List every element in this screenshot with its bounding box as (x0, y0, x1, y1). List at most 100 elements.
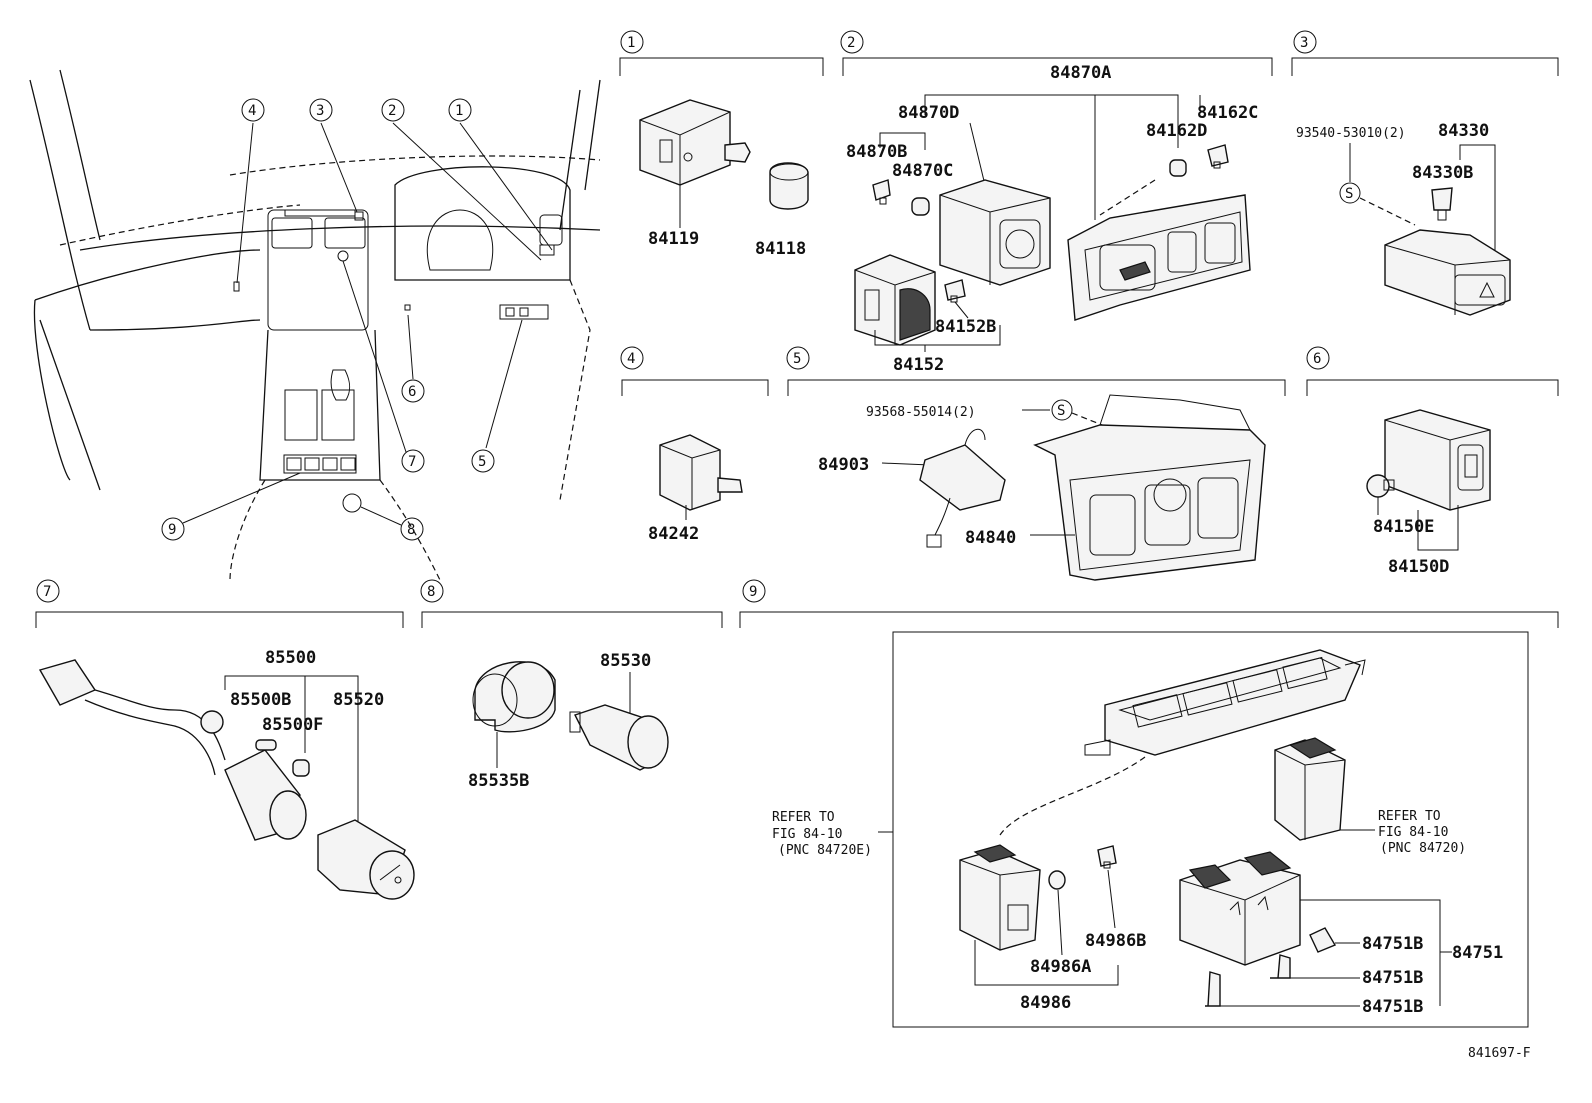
svg-text:84330B: 84330B (1412, 163, 1473, 183)
svg-text:84152: 84152 (893, 355, 944, 375)
part-84118-knob (769, 162, 809, 210)
section-8: 8 85535B 85530 (420, 579, 723, 791)
part-84162d-lens (1169, 159, 1187, 177)
part-84152b-bulb (944, 279, 966, 303)
svg-text:(PNC 84720E): (PNC 84720E) (778, 843, 872, 858)
part-84751b-bulb-2 (1270, 954, 1291, 979)
section-5: 5 93568-55014(2) S 84903 84840 (786, 346, 1286, 581)
part-85500f-lens (292, 759, 310, 777)
svg-text:84986: 84986 (1020, 993, 1071, 1013)
figure-id: 841697-F (1468, 1046, 1531, 1061)
svg-text:4: 4 (248, 103, 256, 119)
svg-text:9: 9 (168, 522, 176, 538)
part-84119-switch (639, 99, 751, 186)
part-84330-hazard-switch (1384, 229, 1511, 316)
svg-text:7: 7 (43, 584, 51, 600)
svg-text:93568-55014(2): 93568-55014(2) (866, 405, 976, 420)
callout-2: 2 (381, 98, 542, 261)
svg-text:84986B: 84986B (1085, 931, 1146, 951)
section-9: 9 REFER TO FIG 84-10 (PNC 84720E) REFER … (739, 579, 1559, 1028)
svg-text:85500F: 85500F (262, 715, 323, 735)
part-84986a-lens (1048, 870, 1066, 890)
svg-text:3: 3 (1300, 35, 1308, 51)
part-84330b-bulb (1431, 187, 1453, 221)
section-6: 6 84150E 84150D (1306, 346, 1559, 577)
section-7: 7 85500 85500B 85520 85500F (35, 579, 415, 900)
part-84870a-bezel (1067, 194, 1251, 321)
svg-text:84162C: 84162C (1197, 103, 1258, 123)
svg-text:6: 6 (408, 384, 416, 400)
svg-text:84152B: 84152B (935, 317, 996, 337)
svg-text:84870C: 84870C (892, 161, 953, 181)
overview-callouts: 4 3 2 1 6 7 5 9 8 (161, 98, 553, 541)
part-84152-switch (854, 254, 936, 346)
callout-6: 6 (401, 314, 425, 403)
section-3: 3 93540-53010(2) 84330 84330B S (1291, 30, 1559, 316)
svg-text:84150E: 84150E (1373, 517, 1434, 537)
callout-4: 4 (236, 98, 265, 284)
svg-text:8: 8 (427, 584, 435, 600)
svg-text:FIG 84-10: FIG 84-10 (772, 827, 842, 842)
svg-text:84119: 84119 (648, 229, 699, 249)
callout-8: 8 (360, 506, 424, 541)
part-85500b-bulb (255, 739, 277, 751)
part-84870d-switch (939, 179, 1051, 286)
svg-text:84986A: 84986A (1030, 957, 1091, 977)
callout-7: 7 (342, 260, 425, 473)
svg-text:9: 9 (749, 584, 757, 600)
part-console-switch-base (1084, 649, 1366, 756)
svg-text:1: 1 (627, 35, 635, 51)
part-84751-master-switch (1179, 851, 1301, 966)
part-84840-switch-bezel (1033, 394, 1266, 581)
svg-text:S: S (1345, 186, 1353, 202)
svg-text:84840: 84840 (965, 528, 1016, 548)
svg-text:84242: 84242 (648, 524, 699, 544)
part-84986b-bulb (1097, 845, 1117, 869)
svg-text:84162D: 84162D (1146, 121, 1207, 141)
svg-text:6: 6 (1313, 351, 1321, 367)
section-4: 4 84242 (620, 346, 769, 544)
svg-text:2: 2 (847, 35, 855, 51)
section-1: 1 84119 84118 (619, 30, 824, 259)
part-84150d-switch (1384, 409, 1491, 511)
callout-5: 5 (471, 319, 523, 473)
dashboard-overview (29, 69, 601, 581)
section-9-frame (892, 631, 1529, 1028)
svg-text:84150D: 84150D (1388, 557, 1449, 577)
svg-text:1: 1 (455, 103, 463, 119)
svg-text:5: 5 (793, 351, 801, 367)
part-84870b-bulb (872, 179, 891, 205)
svg-text:84751B: 84751B (1362, 934, 1423, 954)
part-85500-lighter-socket (38, 659, 307, 841)
part-85520-lighter-plug (317, 819, 415, 900)
part-window-switch-single (959, 844, 1041, 951)
svg-text:84751B: 84751B (1362, 968, 1423, 988)
part-window-switch-passenger (1274, 737, 1346, 841)
part-84242-courtesy-switch (659, 434, 743, 511)
part-84751b-bulb-3 (1205, 971, 1221, 1007)
section-2: 2 84870A 84870D 84870B 84870C 84162D 841… (840, 30, 1273, 375)
svg-text:REFER TO: REFER TO (1378, 809, 1441, 824)
callout-1: 1 (448, 98, 553, 251)
svg-text:84330: 84330 (1438, 121, 1489, 141)
svg-text:FIG 84-10: FIG 84-10 (1378, 825, 1448, 840)
svg-text:2: 2 (388, 103, 396, 119)
part-84751b-bulb-1 (1309, 927, 1337, 953)
svg-text:(PNC 84720): (PNC 84720) (1380, 841, 1466, 856)
svg-text:85535B: 85535B (468, 771, 529, 791)
part-84903-harness (919, 428, 1006, 548)
svg-text:84870A: 84870A (1050, 63, 1111, 83)
svg-text:84118: 84118 (755, 239, 806, 259)
ref-left: REFER TO FIG 84-10 (PNC 84720E) (772, 810, 893, 858)
part-85530-illumination (569, 704, 669, 771)
svg-text:7: 7 (408, 454, 416, 470)
svg-text:85500B: 85500B (230, 690, 291, 710)
ref-right: REFER TO FIG 84-10 (PNC 84720) (1340, 809, 1466, 856)
svg-text:93540-53010(2): 93540-53010(2) (1296, 126, 1406, 141)
svg-text:REFER TO: REFER TO (772, 810, 835, 825)
callout-9: 9 (161, 472, 301, 541)
svg-text:4: 4 (627, 351, 635, 367)
svg-text:85530: 85530 (600, 651, 651, 671)
